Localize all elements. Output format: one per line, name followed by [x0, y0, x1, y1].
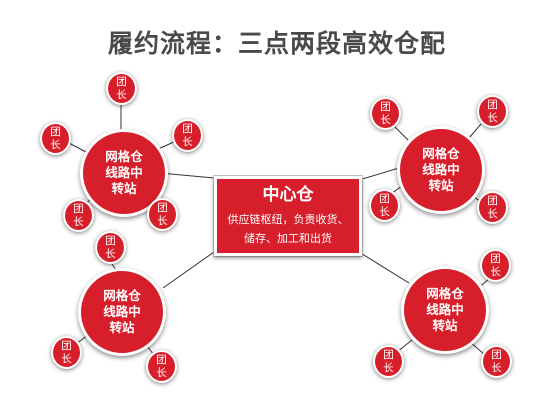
group-leader-node: 团 长 [477, 95, 508, 128]
group-leader-node: 团 长 [369, 189, 400, 222]
central-warehouse-title: 中心仓 [262, 185, 314, 205]
group-leader-node: 团 长 [373, 345, 404, 378]
grid-warehouse-hub-bottom-left: 网格仓 线路中 转站 [78, 268, 166, 356]
group-leader-node: 团 长 [172, 119, 203, 152]
central-warehouse-desc-line-2: 储存、加工和出货 [244, 232, 332, 245]
group-leader-node: 团 长 [477, 191, 508, 224]
group-leader-node: 团 长 [63, 199, 94, 232]
group-leader-node: 团 长 [40, 122, 71, 155]
group-leader-node: 团 长 [146, 350, 177, 383]
group-leader-node: 团 长 [481, 345, 512, 378]
page-title: 履约流程：三点两段高效仓配 [107, 29, 446, 58]
group-leader-node: 团 长 [51, 336, 82, 369]
central-warehouse-desc: 供应链枢纽，负责收货、 储存、加工和出货 [217, 210, 359, 248]
group-leader-node: 团 长 [147, 198, 178, 231]
group-leader-node: 团 长 [106, 72, 137, 105]
group-leader-node: 团 长 [480, 249, 511, 282]
group-leader-node: 团 长 [95, 231, 126, 264]
grid-warehouse-hub-top-right: 网格仓 线路中 转站 [397, 126, 485, 214]
central-warehouse-desc-line-1: 供应链枢纽，负责收货、 [227, 213, 349, 226]
group-leader-node: 团 长 [370, 97, 401, 130]
central-warehouse-box: 中心仓 供应链枢纽，负责收货、 储存、加工和出货 [214, 176, 362, 256]
grid-warehouse-hub-bottom-right: 网格仓 线路中 转站 [401, 266, 489, 354]
